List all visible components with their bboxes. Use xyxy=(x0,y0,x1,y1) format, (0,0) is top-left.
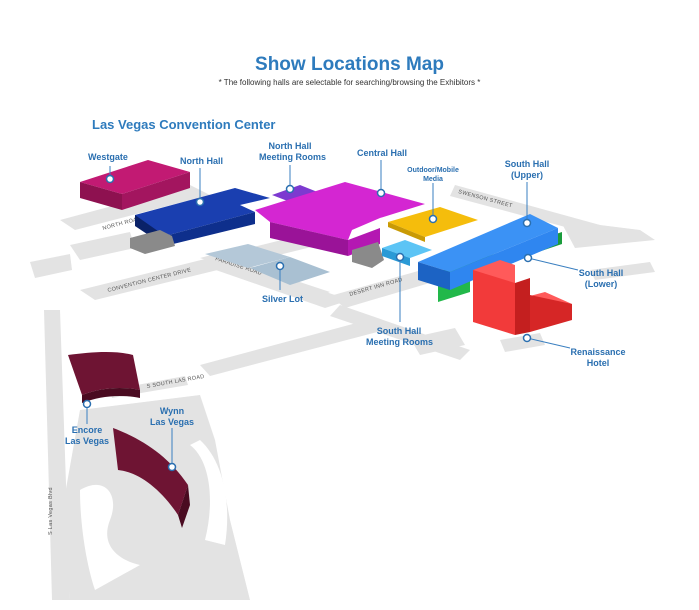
label-outdoor-line2: Media xyxy=(423,176,443,183)
hall-north[interactable] xyxy=(130,188,270,254)
label-south-meeting-line2: Meeting Rooms xyxy=(366,337,434,347)
street-sands-ave: S SOUTH LAS ROAD xyxy=(146,374,205,390)
label-outdoor-line1: Outdoor/Mobile xyxy=(407,167,459,174)
marker-renaissance[interactable] xyxy=(522,333,532,343)
label-north-meeting-line1: North Hall xyxy=(268,141,312,151)
label-encore-line2: Las Vegas xyxy=(64,436,110,446)
label-wynn-line2: Las Vegas xyxy=(149,417,195,427)
label-south-lower-line2: (Lower) xyxy=(584,279,618,289)
label-south-upper-line1: South Hall xyxy=(504,159,550,169)
label-south-lower[interactable]: South Hall(Lower) xyxy=(576,268,626,290)
hall-westgate[interactable] xyxy=(80,160,190,210)
label-central-hall[interactable]: Central Hall xyxy=(357,148,407,159)
label-renaissance-line2: Hotel xyxy=(586,358,610,368)
label-south-lower-line1: South Hall xyxy=(578,268,624,278)
label-wynn-line1: Wynn xyxy=(159,406,185,416)
label-silver-lot-text: Silver Lot xyxy=(262,294,304,304)
marker-north-meeting-rooms[interactable] xyxy=(285,184,295,194)
marker-silver-lot[interactable] xyxy=(275,261,285,271)
label-south-meeting-line1: South Hall xyxy=(376,326,422,336)
marker-westgate[interactable] xyxy=(105,174,115,184)
label-central-hall-text: Central Hall xyxy=(357,148,408,158)
label-north-hall-text: North Hall xyxy=(180,156,224,166)
label-north-hall[interactable]: North Hall xyxy=(180,156,223,167)
marker-encore[interactable] xyxy=(82,399,92,409)
marker-south-meeting-rooms[interactable] xyxy=(395,252,405,262)
marker-outdoor-media[interactable] xyxy=(428,214,438,224)
label-silver-lot[interactable]: Silver Lot xyxy=(262,294,303,305)
page-subtitle: * The following halls are selectable for… xyxy=(218,78,481,87)
label-north-meeting-line2: Meeting Rooms xyxy=(259,152,327,162)
marker-central-hall[interactable] xyxy=(376,188,386,198)
road-cutouts xyxy=(80,440,228,590)
label-south-upper[interactable]: South Hall(Upper) xyxy=(502,159,552,181)
street-las-vegas-blvd: S Las Vegas Blvd xyxy=(48,487,54,535)
label-westgate-text: Westgate xyxy=(88,152,128,162)
hall-silver-lot[interactable] xyxy=(205,244,330,285)
hotspot-markers[interactable] xyxy=(82,174,533,472)
marker-south-upper[interactable] xyxy=(522,218,532,228)
label-south-upper-line2: (Upper) xyxy=(511,170,543,180)
marker-south-lower[interactable] xyxy=(523,253,533,263)
label-renaissance-line1: Renaissance xyxy=(570,347,626,357)
label-encore-line1: Encore xyxy=(71,425,103,435)
hall-encore[interactable] xyxy=(68,351,140,403)
marker-wynn[interactable] xyxy=(167,462,177,472)
hall-wynn[interactable] xyxy=(113,428,190,528)
venue-title: Las Vegas Convention Center xyxy=(92,117,276,132)
marker-north-hall[interactable] xyxy=(195,197,205,207)
page-title: Show Locations Map xyxy=(255,54,444,75)
hall-renaissance-hotel[interactable] xyxy=(473,260,572,338)
label-westgate[interactable]: Westgate xyxy=(88,152,128,163)
